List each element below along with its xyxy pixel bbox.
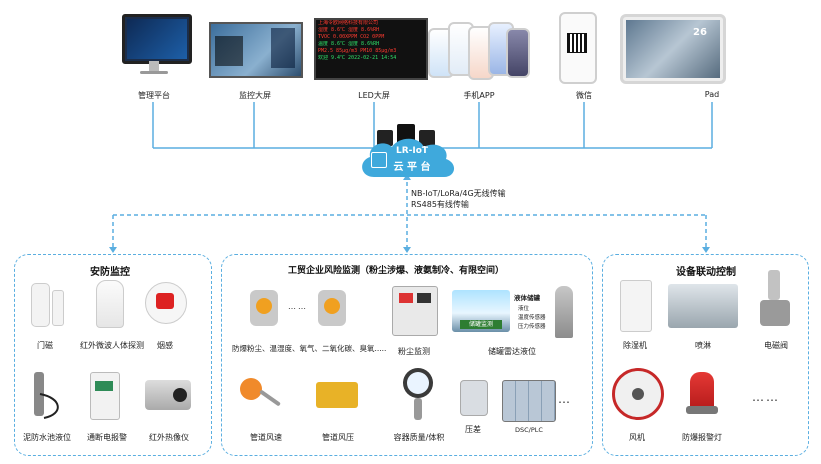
platform-device xyxy=(122,14,192,84)
platform-label: 管理平台 xyxy=(138,91,170,100)
pir-detector-icon xyxy=(96,280,124,328)
led-row: PM2.5 85μg/m3 PM10 85μg/m3 xyxy=(318,48,397,54)
big-screen-device xyxy=(209,22,303,78)
valve-coil-icon xyxy=(768,270,780,300)
led-screen-device: 上海令欧网络科技有限公司 湿度 8.6℃ 湿度 8.6%RH TVOC 0.00… xyxy=(314,18,428,80)
qr-code-icon xyxy=(567,33,587,53)
industrial-panel xyxy=(221,254,593,456)
smoke-detector-icon xyxy=(145,282,187,324)
security-panel xyxy=(14,254,212,456)
led-screen-label: LED大屏 xyxy=(358,91,390,100)
linkage-item-label: 风机 xyxy=(629,433,645,442)
fan-icon xyxy=(612,368,664,420)
cloud-title: LR-IoT xyxy=(395,146,429,156)
tank-label: 储罐雷达液位 xyxy=(488,347,536,356)
security-item-label: 门磁 xyxy=(37,341,53,350)
gas-detector-icon xyxy=(318,290,346,326)
diff-pressure-sensor-icon xyxy=(460,380,488,416)
security-item-label: 通断电报警 xyxy=(87,433,127,442)
linkage-item-label: 防爆报警灯 xyxy=(682,433,722,442)
transport-wireless: NB-IoT/LoRa/4G无线传输 xyxy=(411,189,506,198)
pipe-pressure-sensor-icon xyxy=(316,382,358,408)
container-label: 容器质量/体积 xyxy=(393,433,445,442)
ellipsis-icon: … xyxy=(558,392,572,406)
led-row: 湿度 8.6℃ 湿度 8.6%RH xyxy=(318,27,380,33)
thermal-camera-icon xyxy=(145,380,191,410)
security-item-label: 烟感 xyxy=(157,341,173,350)
pressure-diff-label: 压差 xyxy=(465,425,481,434)
solenoid-valve-icon xyxy=(760,300,790,326)
door-magnet-part-icon xyxy=(52,290,64,326)
monitor-icon xyxy=(122,14,192,64)
security-item-label: 泥防水池液位 xyxy=(23,433,71,442)
ellipsis-icon: …… xyxy=(288,302,308,311)
dehumidifier-icon xyxy=(620,280,652,332)
mobile-app-device xyxy=(428,22,530,80)
ellipsis-icon: …… xyxy=(752,390,780,404)
wechat-label: 微信 xyxy=(576,91,592,100)
cloud-logo-icon xyxy=(371,152,387,168)
led-row: 温度 8.6℃ 湿度 8.6%RH xyxy=(318,41,380,47)
alarm-light-base-icon xyxy=(686,406,718,414)
dsc-plc-panel-icon xyxy=(502,380,556,422)
gas-label: 防爆粉尘、温湿度、氧气、二氧化碳、臭氧..... xyxy=(232,344,387,353)
security-title: 安防监控 xyxy=(90,267,130,278)
linkage-item-label: 除湿机 xyxy=(623,341,647,350)
tank-panel-item: 液位 xyxy=(518,306,530,312)
tank-panel-image: 储罐监测 xyxy=(452,290,510,332)
linkage-panel xyxy=(602,254,809,456)
mobile-app-label: 手机APP xyxy=(463,91,495,100)
wechat-device xyxy=(559,12,597,84)
big-screen-label: 监控大屏 xyxy=(239,91,271,100)
pressure-gauge-icon xyxy=(403,368,433,398)
dust-label: 粉尘监测 xyxy=(398,347,430,356)
transport-wired: RS485有线传输 xyxy=(411,200,469,209)
dsc-label: DSC/PLC xyxy=(515,426,543,434)
linkage-item-label: 喷淋 xyxy=(695,341,711,350)
pad-label: Pad xyxy=(704,90,720,99)
gas-detector-icon xyxy=(250,290,278,326)
radar-level-icon xyxy=(555,286,573,338)
spray-icon xyxy=(668,284,738,328)
pipe-speed-sensor-icon xyxy=(240,378,262,400)
industrial-title: 工贸企业风险监测（粉尘涉爆、液氨制冷、有限空间） xyxy=(288,266,505,276)
security-item-label: 红外热像仪 xyxy=(149,433,189,442)
linkage-title: 设备联动控制 xyxy=(676,267,736,278)
dust-monitor-icon xyxy=(392,286,438,336)
tank-panel-item: 温度传感器 xyxy=(518,315,546,321)
pipe-speed-label: 管道风速 xyxy=(250,433,282,442)
pipe-pressure-label: 管道风压 xyxy=(322,433,354,442)
water-level-sensor-icon xyxy=(34,372,44,416)
cloud-subtitle: 云 平 台 xyxy=(393,162,431,173)
tank-panel-item: 压力传感器 xyxy=(518,324,546,330)
led-row: 欢迎 9.4℃ 2022-02-21 14:54 xyxy=(318,55,397,61)
led-row: 上海令欧网络科技有限公司 xyxy=(318,20,379,26)
security-item-label: 红外微波人体探测 xyxy=(80,341,144,350)
tank-status-badge: 储罐监测 xyxy=(460,320,502,329)
alarm-light-icon xyxy=(690,372,714,408)
pad-device: 26 xyxy=(620,14,726,84)
sensor-cable-icon xyxy=(39,393,59,419)
led-row: TVOC 0.00XPPM CO2 0PPM xyxy=(318,34,385,40)
linkage-item-label: 电磁阀 xyxy=(764,341,788,350)
gauge-stem-icon xyxy=(414,398,422,420)
power-alarm-icon xyxy=(90,372,120,420)
door-magnet-icon xyxy=(31,283,50,327)
tank-panel-title: 液体储罐 xyxy=(514,294,540,302)
